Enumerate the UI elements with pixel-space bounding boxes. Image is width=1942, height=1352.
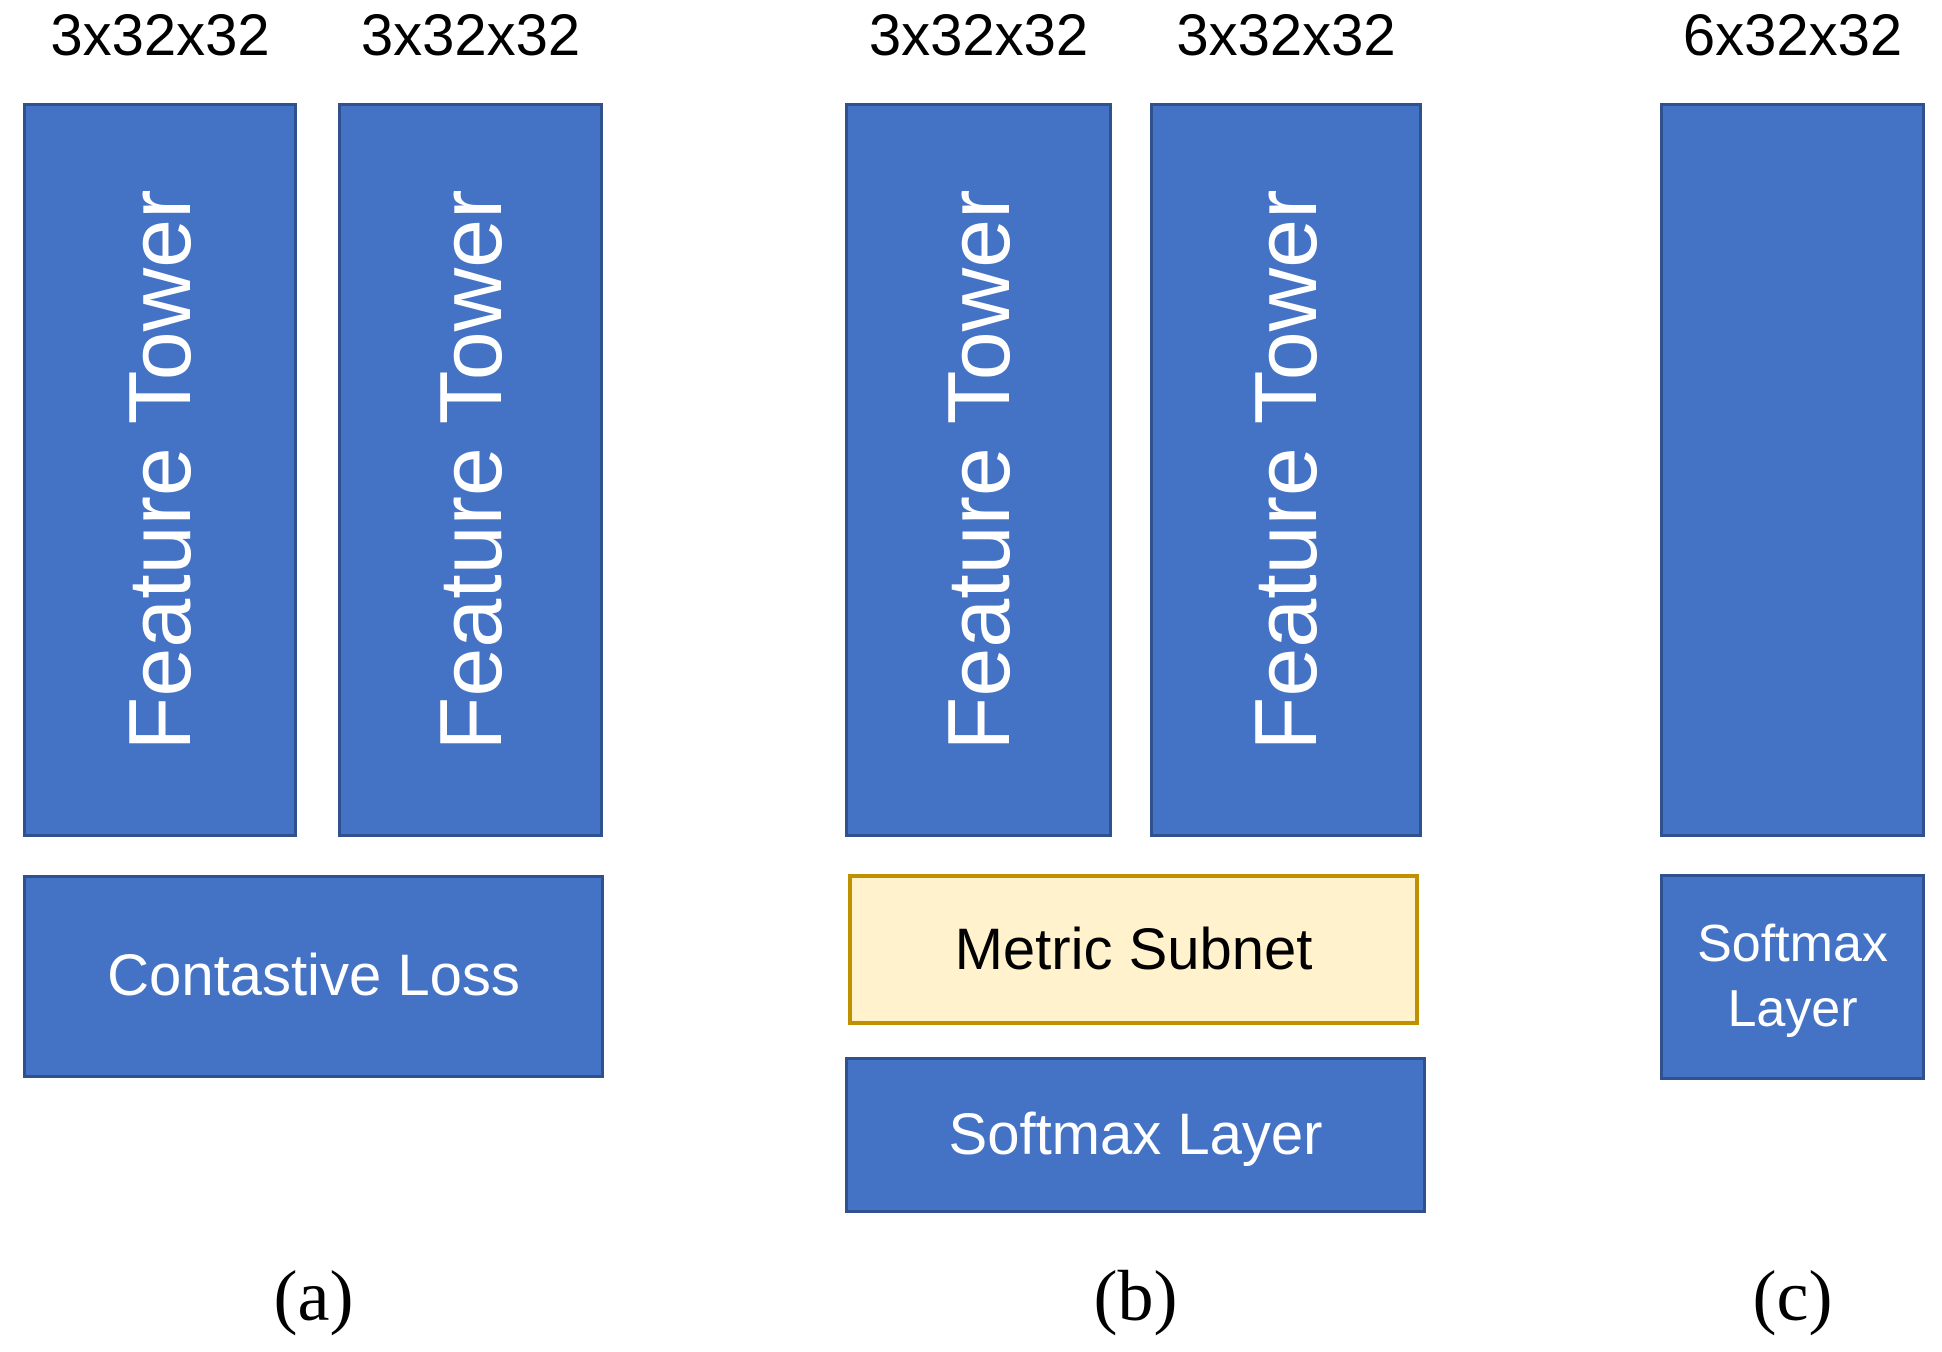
feature-tower-label: Feature Tower	[110, 189, 209, 751]
input-size-label: 3x32x32	[868, 2, 1089, 68]
panel-caption: (b)	[1093, 1255, 1178, 1336]
softmax-layer-box: Softmax Layer	[1660, 874, 1925, 1080]
feature-tower-label: Feature Tower	[928, 189, 1028, 751]
feature-tower-label: Feature Tower	[420, 189, 520, 751]
feature-tower-box: Feature Tower	[23, 103, 297, 837]
feature-tower-box: Feature Tower	[1150, 103, 1422, 837]
feature-tower-label: Feature Tower	[1236, 189, 1335, 751]
panel-caption: (c)	[1752, 1255, 1833, 1336]
panel-caption: (a)	[273, 1255, 354, 1336]
input-size-label: 3x32x32	[1176, 2, 1396, 68]
metric-subnet-box: Metric Subnet	[848, 874, 1419, 1025]
stacked-input-tower-box	[1660, 103, 1925, 837]
input-size-label: 3x32x32	[360, 2, 581, 68]
softmax-layer-box: Softmax Layer	[845, 1057, 1426, 1213]
feature-tower-box: Feature Tower	[845, 103, 1112, 837]
input-size-label: 6x32x32	[1682, 2, 1903, 68]
input-size-label: 3x32x32	[50, 2, 270, 68]
contrastive-loss-box: Contastive Loss	[23, 875, 604, 1078]
feature-tower-box: Feature Tower	[338, 103, 603, 837]
